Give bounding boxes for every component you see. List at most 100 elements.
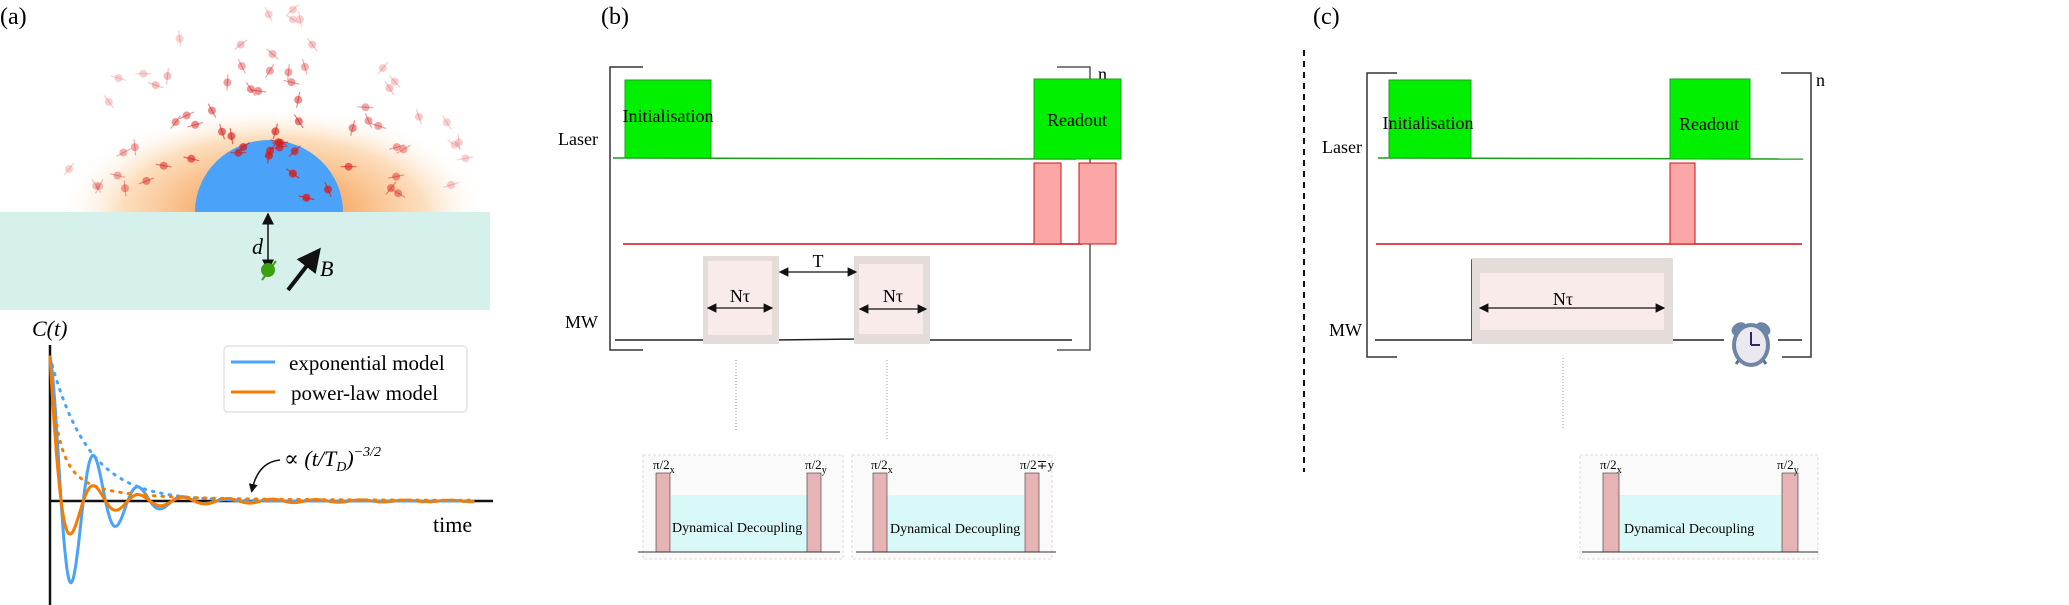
bath-spin-arrow	[237, 58, 246, 74]
bath-spin	[268, 50, 277, 58]
pi2-label-right: π/2y	[1777, 457, 1799, 476]
bath-spin	[139, 69, 148, 78]
repeat-bracket-left	[1366, 72, 1397, 358]
ntau-label-2: Nτ	[883, 286, 903, 306]
pi2-pulse-right	[1024, 472, 1040, 553]
bath-spin-arrow	[110, 75, 127, 81]
mw-block-1	[708, 261, 772, 335]
bath-spin-arrow	[388, 144, 405, 150]
ntau-label: Nτ	[1553, 289, 1573, 309]
bath-spin-arrow	[166, 68, 169, 85]
bath-spin-arrow	[415, 109, 423, 125]
legend: exponential model power-law model	[223, 345, 468, 413]
bath-spin-arrow	[170, 115, 181, 129]
readout-label: Readout	[1679, 114, 1739, 134]
mw-block-2	[859, 264, 923, 334]
bath-spin-arrow	[123, 180, 127, 197]
bath-spin	[454, 138, 463, 147]
panel-a: (a) d B	[0, 0, 490, 310]
dd-block	[671, 495, 808, 552]
bath-spin-arrow	[266, 48, 279, 60]
initialisation-pulse	[1388, 79, 1472, 159]
repeat-bracket-right	[1781, 72, 1812, 358]
bath-spin	[387, 184, 395, 193]
initialisation-label: Initialisation	[1383, 113, 1474, 133]
bath-spin	[414, 112, 423, 121]
bath-spin	[361, 103, 370, 112]
initialisation-pulse	[624, 79, 712, 159]
bath-spin	[284, 68, 293, 77]
dd-block	[1619, 495, 1782, 552]
bath-spin-arrow	[286, 168, 300, 179]
bath-spin-arrow	[138, 177, 155, 185]
annotation-arrow	[248, 459, 281, 493]
bath-spin-arrow	[396, 144, 411, 154]
legend-box	[223, 345, 468, 413]
bath-spin-arrow	[103, 95, 115, 109]
bath-spin-arrow	[234, 39, 248, 51]
initialisation-label: Initialisation	[623, 106, 714, 126]
pi2-pulse-right	[806, 472, 822, 553]
bath-spin-arrow	[377, 61, 389, 75]
detection-window	[1669, 162, 1696, 245]
readout-pulse	[1033, 78, 1122, 160]
bath-spin-arrow	[285, 14, 301, 25]
bath-spin-arrow	[109, 173, 126, 178]
diamond-substrate	[0, 212, 490, 310]
annotation-text: ∝ (t/TD)−3/2	[284, 445, 381, 475]
bath-spin	[394, 189, 403, 198]
pi2-label-left: π/2x	[871, 457, 893, 476]
bath-spin	[392, 172, 401, 181]
bath-spin	[374, 121, 383, 130]
bath-spin	[121, 184, 129, 193]
bath-spin	[92, 182, 101, 190]
bath-spin-arrow	[306, 37, 318, 52]
bath-spin-arrow	[178, 30, 182, 47]
bath-spin-arrow	[226, 74, 229, 91]
bath-spin	[95, 182, 104, 191]
pi2-label-left: π/2x	[1600, 457, 1622, 476]
ntau-label-1: Nτ	[730, 286, 750, 306]
dd-label: Dynamical Decoupling	[672, 521, 802, 536]
bath-spin-arrow	[207, 103, 217, 118]
row-label-mw: MW	[1329, 320, 1362, 340]
bath-spin-arrow	[385, 181, 397, 195]
correlation-plot: C(t) time ∝ (t/TD)−3/2 exponential model…	[32, 316, 493, 605]
bath-spin	[237, 62, 246, 71]
nv-spin-arrow	[261, 260, 277, 281]
repeat-bracket-left	[609, 66, 643, 351]
spin-bath-halo	[58, 0, 488, 212]
row-label-laser: Laser	[558, 129, 598, 149]
bath-spin-arrow	[298, 195, 315, 201]
alarm-clock-icon	[1731, 322, 1771, 367]
bath-spin-arrow	[236, 142, 251, 153]
bath-spin	[182, 111, 191, 120]
panel-label-c: (c)	[1313, 4, 1340, 30]
readout-label: Readout	[1047, 110, 1107, 130]
bath-spin	[104, 97, 113, 106]
panel-label-b: (b)	[601, 4, 629, 30]
bath-spin-arrow	[264, 144, 276, 158]
bath-spin-arrow	[296, 91, 301, 108]
dd-block	[887, 495, 1024, 552]
pi2-label-right: π/2∓y	[1020, 457, 1055, 472]
bath-spin	[288, 5, 297, 14]
bath-spin-arrow	[133, 139, 137, 156]
field-label: B	[320, 256, 333, 281]
bath-spin-arrow	[264, 63, 275, 78]
bath-spin-arrow	[390, 188, 406, 198]
bath-spin-arrow	[229, 128, 234, 145]
bath-spin	[114, 74, 123, 83]
row-label-laser: Laser	[1322, 137, 1362, 157]
bath-spin-arrow	[187, 122, 204, 128]
pi2-label-left: π/2x	[653, 457, 675, 476]
bath-spin-arrow	[155, 163, 172, 168]
bath-spin	[142, 176, 151, 185]
bath-spin	[390, 77, 399, 86]
bath-spin-arrow	[364, 113, 373, 129]
x-axis-label: time	[433, 512, 472, 537]
bath-spin	[151, 81, 160, 90]
repeat-count: n	[1816, 70, 1825, 90]
bath-spin-arrow	[288, 145, 301, 158]
mw-block	[1480, 273, 1664, 330]
